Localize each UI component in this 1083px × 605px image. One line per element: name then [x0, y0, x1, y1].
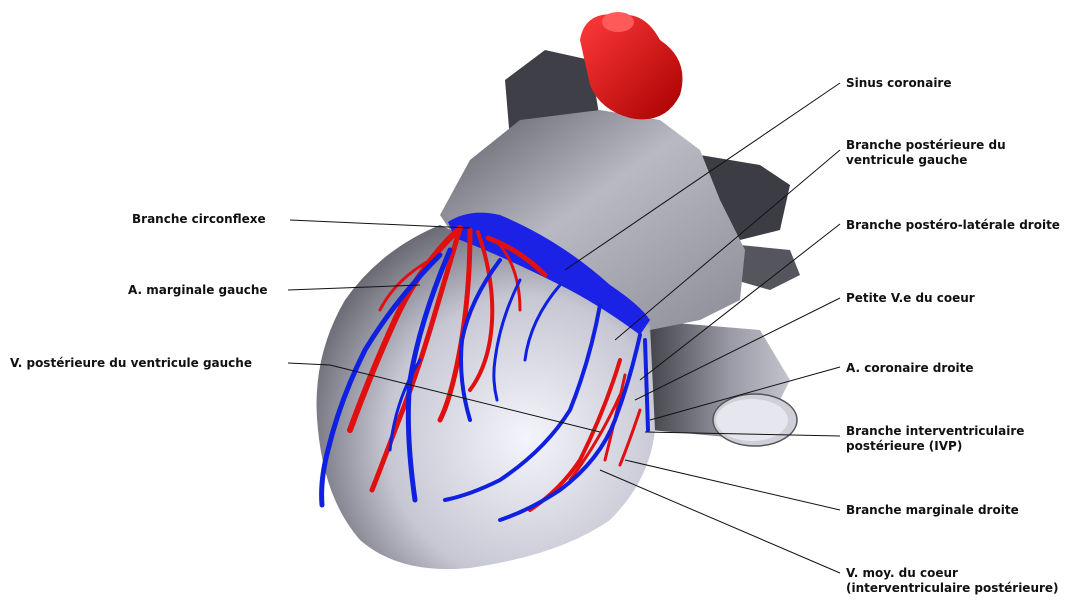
label-a-coronaire-droite: A. coronaire droite	[846, 361, 974, 376]
label-a-marginale-gauche: A. marginale gauche	[128, 283, 268, 298]
label-v-posterieure-vg: V. postérieure du ventricule gauche	[10, 356, 252, 371]
label-sinus-coronaire: Sinus coronaire	[846, 76, 952, 91]
label-branche-ivp: Branche interventriculaire postérieure (…	[846, 424, 1024, 454]
label-branche-postero-laterale-droite: Branche postéro-latérale droite	[846, 218, 1060, 233]
label-branche-posterieure-vg-line1: Branche postérieure du	[846, 138, 1006, 153]
label-petite-veine-coeur: Petite V.e du coeur	[846, 291, 975, 306]
label-branche-posterieure-vg: Branche postérieure du ventricule gauche	[846, 138, 1006, 168]
label-branche-marginale-droite: Branche marginale droite	[846, 503, 1019, 518]
label-branche-posterieure-vg-line2: ventricule gauche	[846, 153, 1006, 168]
label-v-moy-coeur-line2: (interventriculaire postérieure)	[846, 581, 1059, 596]
label-v-moy-coeur-line1: V. moy. du coeur	[846, 566, 1059, 581]
label-branche-circonflexe: Branche circonflexe	[132, 212, 266, 227]
label-v-moy-coeur: V. moy. du coeur (interventriculaire pos…	[846, 566, 1059, 596]
label-branche-ivp-line1: Branche interventriculaire	[846, 424, 1024, 439]
label-branche-ivp-line2: postérieure (IVP)	[846, 439, 1024, 454]
